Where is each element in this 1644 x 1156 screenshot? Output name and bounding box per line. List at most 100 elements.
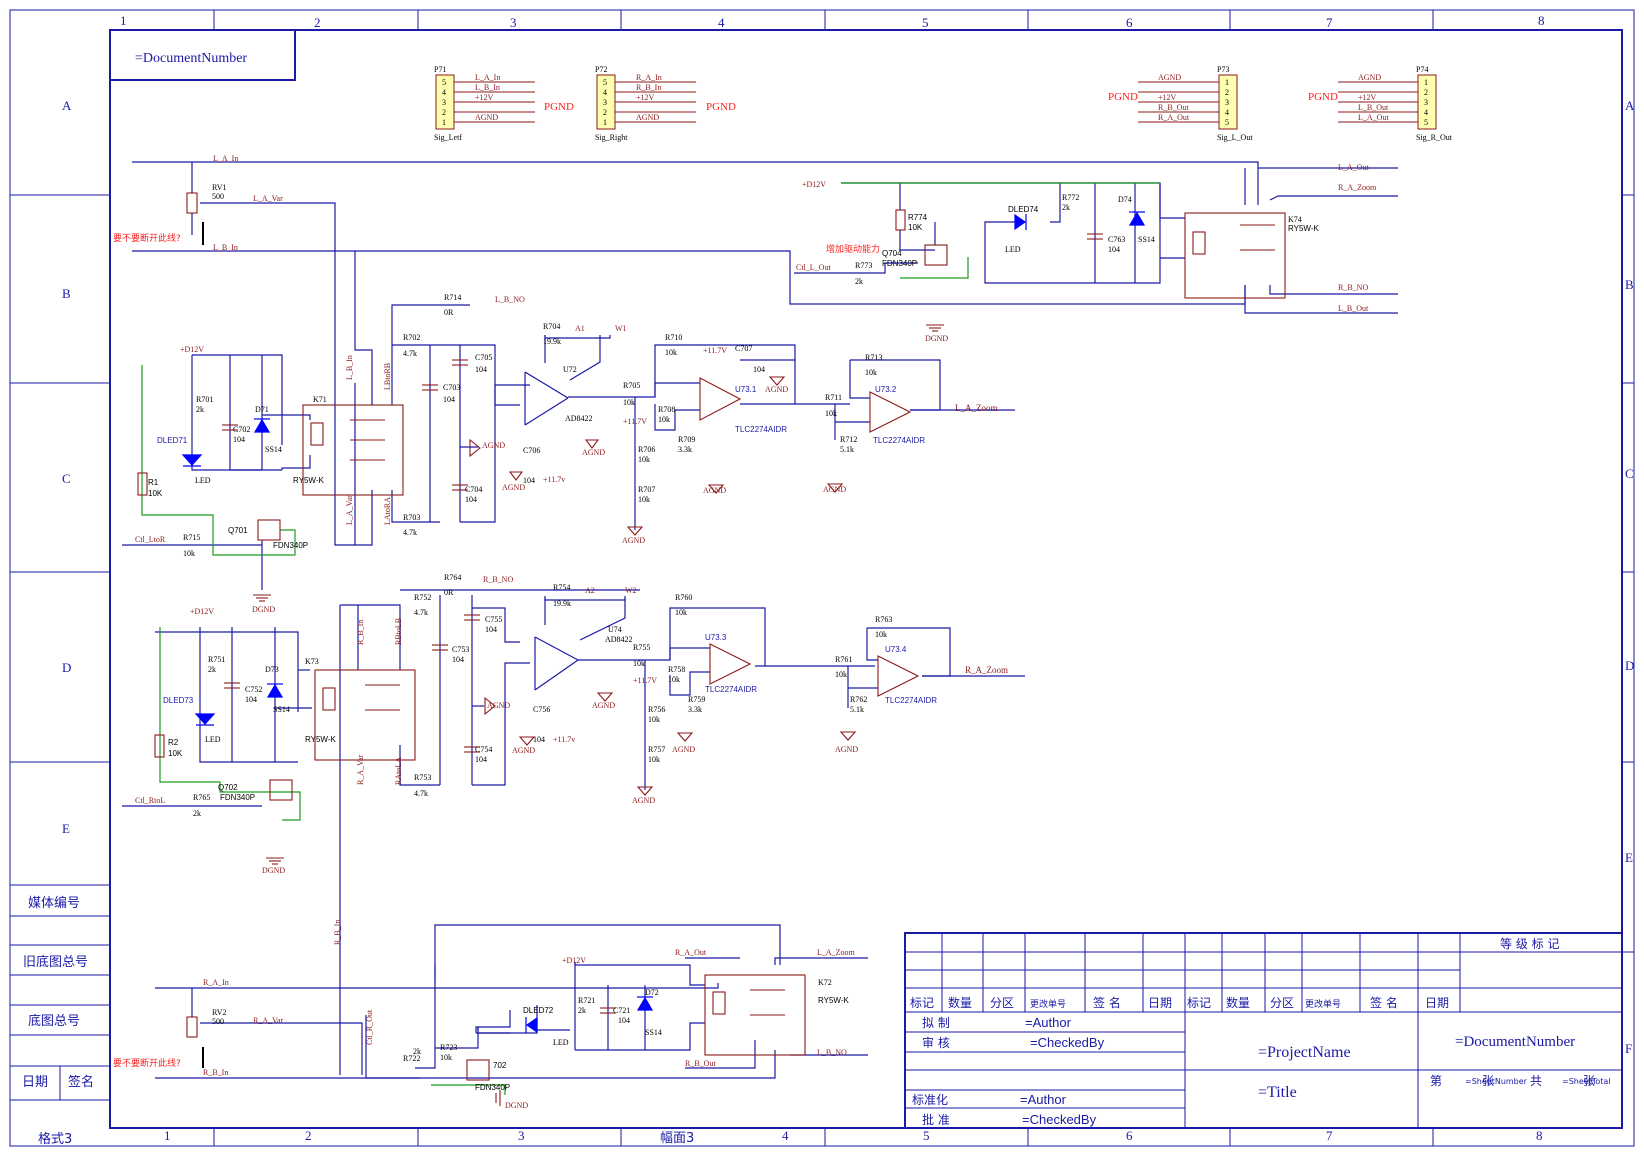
row-label-e: E bbox=[62, 821, 70, 836]
schematic-label: SS14 bbox=[273, 705, 290, 714]
schematic-label: Q701 bbox=[228, 526, 248, 535]
schematic-label: +12V bbox=[1358, 93, 1377, 102]
schematic-label: FDN340P bbox=[882, 259, 917, 268]
row-label-a-r: A bbox=[1625, 98, 1635, 113]
schematic-label: +12V bbox=[475, 93, 494, 102]
schematic-label: 2 bbox=[1225, 88, 1229, 97]
schematic-label: 10k bbox=[183, 549, 195, 558]
schematic-label: L_A_Var bbox=[345, 495, 354, 525]
schematic-label: L_B_In bbox=[475, 83, 500, 92]
schematic-label: C754 bbox=[475, 745, 492, 754]
schematic-label: 标记 bbox=[1187, 996, 1211, 1010]
schematic-label: DGND bbox=[925, 334, 948, 343]
schematic-label: R715 bbox=[183, 533, 200, 542]
schematic-label: R709 bbox=[678, 435, 695, 444]
schematic-label: LED bbox=[1005, 245, 1021, 254]
checked-field-2: =CheckedBy bbox=[1022, 1112, 1097, 1127]
schematic-label: 数量 bbox=[948, 995, 972, 1010]
schematic-label: 第 bbox=[1430, 1074, 1442, 1088]
schematic-label: 10k bbox=[623, 398, 635, 407]
schematic-label: 10k bbox=[638, 455, 650, 464]
schematic-label: R758 bbox=[668, 665, 685, 674]
schematic-label: 2k bbox=[413, 1047, 421, 1056]
schematic-label: 10k bbox=[675, 608, 687, 617]
schematic-label: AGND bbox=[487, 701, 510, 710]
schematic-label: +D12V bbox=[562, 956, 586, 965]
grade-label: 等 级 标 记 bbox=[1500, 937, 1559, 951]
schematic-label: 4.7k bbox=[414, 789, 428, 798]
schematic-label: R774 bbox=[908, 213, 928, 222]
schematic-label: AGND bbox=[512, 746, 535, 755]
schematic-label: 3 bbox=[442, 98, 446, 107]
title-block bbox=[904, 932, 1623, 1129]
schematic-label: LED bbox=[195, 476, 211, 485]
schematic-label: L_B_In bbox=[345, 355, 354, 380]
schematic-label: R764 bbox=[444, 573, 461, 582]
schematic-label: 标准化 bbox=[912, 1093, 948, 1107]
schematic-label: 4.7k bbox=[403, 349, 417, 358]
schematic-label: DLED71 bbox=[157, 436, 188, 445]
schematic-label: R761 bbox=[835, 655, 852, 664]
schematic-label: C705 bbox=[475, 353, 492, 362]
schematic-label: R_B_Out bbox=[1158, 103, 1189, 112]
schematic-label: U73.2 bbox=[875, 385, 897, 394]
schematic-label: AGND bbox=[592, 701, 615, 710]
schematic-label: +11.7v bbox=[553, 735, 575, 744]
schematic-label: L_B_Out bbox=[1358, 103, 1389, 112]
schematic-label: Sig_Right bbox=[595, 133, 628, 142]
schematic-label: +11.7V bbox=[623, 417, 647, 426]
schematic-label: RY5W-K bbox=[305, 735, 336, 744]
schematic-label: 10k bbox=[835, 670, 847, 679]
schematic-label: 2k bbox=[193, 809, 201, 818]
schematic-label: R714 bbox=[444, 293, 461, 302]
schematic-label: 10k bbox=[440, 1053, 452, 1062]
schematic-label: 4.7k bbox=[403, 528, 417, 537]
schematic-label: 19.9k bbox=[543, 337, 561, 346]
schematic-label: D71 bbox=[255, 405, 269, 414]
schematic-label: AGND bbox=[1158, 73, 1181, 82]
schematic-label: D72 bbox=[645, 988, 659, 997]
schematic-label: 104 bbox=[1108, 245, 1120, 254]
schematic-label: A1 bbox=[575, 324, 585, 333]
checked-field: =CheckedBy bbox=[1030, 1035, 1105, 1050]
schematic-label: R753 bbox=[414, 773, 431, 782]
side-date: 日期 bbox=[22, 1075, 48, 1090]
schematic-label: AGND bbox=[835, 745, 858, 754]
format-label: 格式3 bbox=[38, 1131, 72, 1147]
schematic-label: 10k bbox=[648, 755, 660, 764]
schematic-label: TLC2274AIDR bbox=[873, 436, 925, 445]
col-label-5-top: 5 bbox=[922, 15, 929, 30]
schematic-label: C753 bbox=[452, 645, 469, 654]
schematic-label: 签 名 bbox=[1093, 995, 1121, 1010]
col-label-3-top: 3 bbox=[510, 15, 517, 30]
schematic-label: AGND bbox=[765, 385, 788, 394]
schematic-label: LAtoRA bbox=[383, 497, 392, 525]
schematic-label: R722 bbox=[403, 1054, 420, 1063]
schematic-label: FDN340P bbox=[475, 1083, 510, 1092]
diodes bbox=[181, 211, 1146, 1034]
schematic-label: 共 bbox=[1530, 1074, 1542, 1088]
schematic-label: K74 bbox=[1288, 215, 1302, 224]
border-text: 格式3 幅面3 =DocumentNumber 媒体编号 旧底图总号 底图总号 … bbox=[22, 51, 694, 1147]
schematic-label: Sig_L_Out bbox=[1217, 133, 1253, 142]
schematic-label: 5.1k bbox=[850, 705, 864, 714]
schematic-label: W1 bbox=[615, 324, 627, 333]
schematic-label: D73 bbox=[265, 665, 279, 674]
sheet-total: =SheetTotal bbox=[1562, 1077, 1611, 1086]
schematic-label: SS14 bbox=[645, 1028, 662, 1037]
schematic-label: R752 bbox=[414, 593, 431, 602]
schematic-label: AGND bbox=[482, 441, 505, 450]
schematic-label: 104 bbox=[523, 476, 535, 485]
schematic-label: U72 bbox=[563, 365, 577, 374]
schematic-label: Ctl_LtoR bbox=[135, 535, 166, 544]
schematic-label: 10k bbox=[668, 675, 680, 684]
instr-amps bbox=[524, 371, 579, 691]
schematic-label: AD8422 bbox=[605, 635, 633, 644]
schematic-label: 5 bbox=[1225, 118, 1229, 127]
row-label-b: B bbox=[62, 286, 71, 301]
schematic-label: R_B_In bbox=[203, 1068, 228, 1077]
row-label-a: A bbox=[62, 98, 72, 113]
schematic-label: TLC2274AIDR bbox=[735, 425, 787, 434]
schematic-label: 3 bbox=[603, 98, 607, 107]
schematic-label: R755 bbox=[633, 643, 650, 652]
